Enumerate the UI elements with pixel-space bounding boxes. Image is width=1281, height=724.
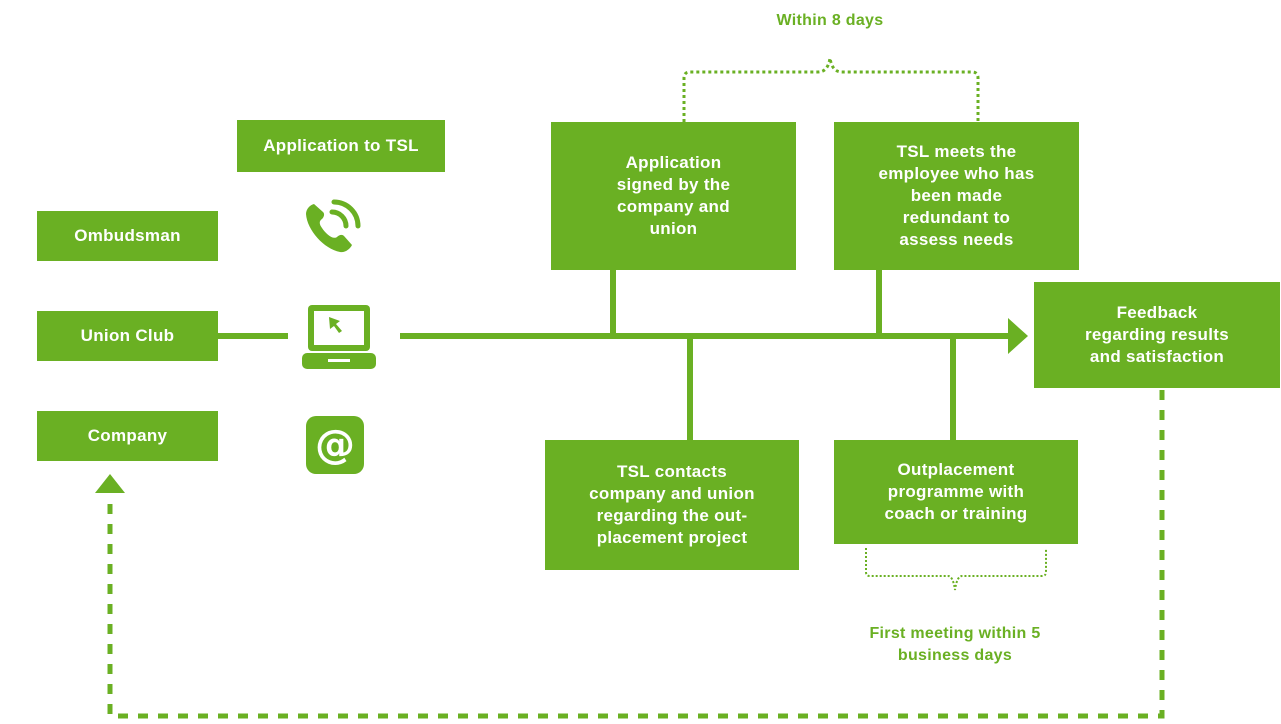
box-union-club: Union Club: [37, 311, 218, 361]
laptop-icon: [300, 303, 378, 371]
box-application-signed: Application signed by the company and un…: [551, 122, 796, 270]
box-tsl-contacts: TSL contacts company and union regarding…: [545, 440, 799, 570]
box-tsl-meets: TSL meets the employee who has been made…: [834, 122, 1079, 270]
brace-within-8-days: [682, 57, 980, 122]
svg-text:@: @: [315, 422, 355, 468]
feedback-loop-arrowhead: [95, 474, 125, 493]
note-first-meeting: First meeting within 5 business days: [869, 625, 1041, 664]
box-feedback: Feedback regarding results and satisfact…: [1034, 282, 1280, 388]
box-application-to-tsl: Application to TSL: [237, 120, 445, 172]
box-outplacement: Outplacement programme with coach or tra…: [834, 440, 1078, 544]
feedback-loop-line: [107, 390, 1165, 719]
brace-first-meeting: [865, 548, 1047, 591]
phone-icon: [300, 196, 372, 260]
box-ombudsman: Ombudsman: [37, 211, 218, 261]
note-within-8-days: Within 8 days: [776, 12, 884, 29]
timeline-arrowhead: [1008, 318, 1028, 354]
at-sign-icon: @: [306, 416, 364, 474]
box-company: Company: [37, 411, 218, 461]
